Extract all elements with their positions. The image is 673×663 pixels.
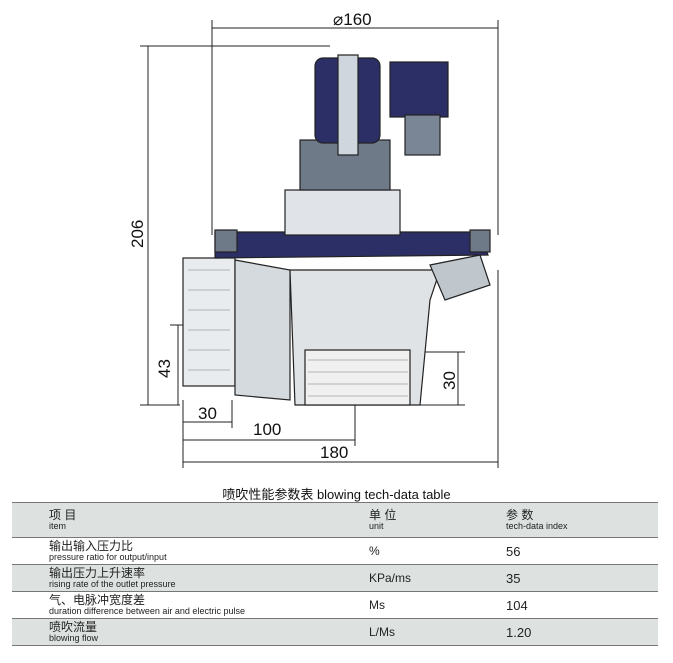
unit: L/Ms: [369, 618, 506, 646]
header-value-en: tech-data index: [506, 521, 568, 531]
unit: %: [369, 537, 506, 565]
dim-inlet-width: 30: [198, 404, 217, 423]
item-zh: 气、电脉冲宽度差: [49, 593, 146, 607]
dim-height: 206: [128, 219, 147, 248]
dim-inlet-height: 43: [155, 359, 174, 378]
table-title: 喷吹性能参数表 blowing tech-data table: [222, 487, 451, 502]
dim-outlet-height: 30: [440, 371, 459, 390]
item-en: duration difference between air and elec…: [49, 606, 245, 616]
dim-diameter: ⌀160: [333, 10, 372, 29]
unit: Ms: [369, 591, 506, 619]
dim-outlet-offset: 100: [253, 420, 282, 439]
header-item-en: item: [49, 521, 67, 531]
item-zh: 输出输入压力比: [49, 539, 134, 553]
header-unit-en: unit: [369, 521, 384, 531]
item-zh: 输出压力上升速率: [49, 566, 146, 580]
connector: [389, 61, 449, 118]
item-en: blowing flow: [49, 633, 99, 643]
header-unit-zh: 单 位: [369, 508, 397, 522]
item-zh: 喷吹流量: [49, 620, 98, 634]
value: 104: [506, 591, 658, 619]
value: 56: [506, 537, 658, 565]
diaphragm-cover: [214, 231, 489, 259]
header-item-zh: 项 目: [49, 508, 77, 522]
header-value-zh: 参 数: [506, 508, 534, 522]
outlet-thread: [304, 349, 411, 406]
unit: KPa/ms: [369, 564, 506, 592]
dim-length: 180: [320, 443, 349, 462]
valve-drawing: [140, 20, 499, 468]
inlet-thread: [182, 257, 236, 387]
value: 35: [506, 564, 658, 592]
item-en: pressure ratio for output/input: [49, 552, 167, 562]
item-en: rising rate of the outlet pressure: [49, 579, 176, 589]
value: 1.20: [506, 618, 658, 646]
